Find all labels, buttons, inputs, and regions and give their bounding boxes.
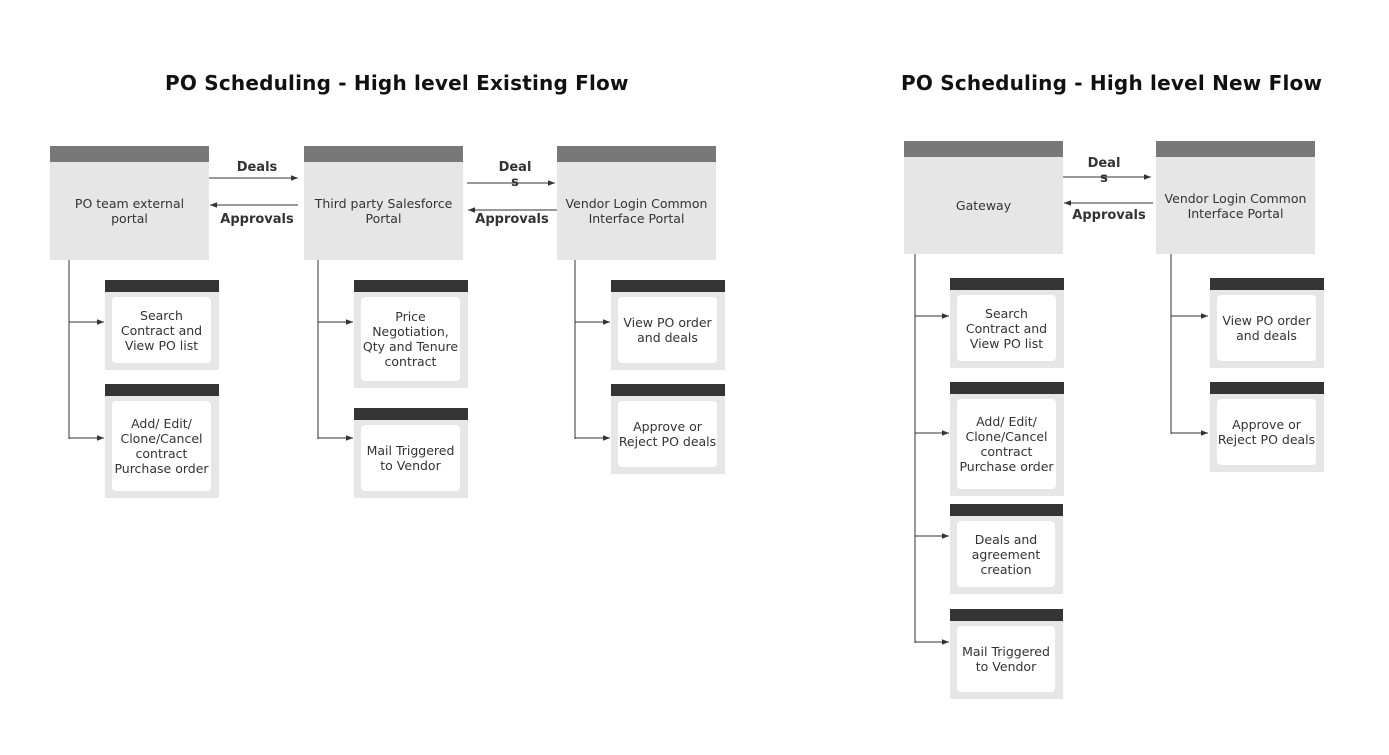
node-header — [354, 280, 468, 292]
deals-agreement-node: Deals and agreement creation — [950, 504, 1063, 594]
node-label: Mail Triggered to Vendor — [361, 425, 460, 491]
vendor-portal-node: Vendor Login Common Interface Portal — [557, 146, 716, 260]
node-label: Add/ Edit/ Clone/Cancel contract Purchas… — [957, 399, 1056, 489]
node-header — [1156, 141, 1315, 157]
node-label: Vendor Login Common Interface Portal — [1164, 190, 1307, 221]
node-label: Search Contract and View PO list — [957, 295, 1056, 361]
node-label: PO team external portal — [74, 196, 185, 226]
node-label: Mail Triggered to Vendor — [957, 626, 1055, 692]
view-po-node: View PO order and deals — [611, 280, 725, 370]
node-header — [611, 280, 725, 292]
new-search-contract-node: Search Contract and View PO list — [950, 278, 1064, 368]
node-label: View PO order and deals — [1217, 295, 1316, 361]
node-label: Add/ Edit/ Clone/Cancel contract Purchas… — [112, 401, 211, 491]
search-contract-node: Search Contract and View PO list — [105, 280, 219, 370]
po-team-portal-node: PO team external portal — [50, 146, 209, 260]
node-header — [105, 384, 219, 396]
node-header — [1210, 382, 1324, 394]
new-flow-title: PO Scheduling - High level New Flow — [901, 71, 1323, 95]
node-header — [105, 280, 219, 292]
node-header — [950, 504, 1063, 516]
node-label: Vendor Login Common Interface Portal — [565, 196, 708, 226]
node-header — [557, 146, 716, 162]
node-label: View PO order and deals — [618, 297, 717, 363]
approvals-label: Approvals — [1072, 208, 1146, 223]
node-header — [611, 384, 725, 396]
node-label: Third party Salesforce Portal — [314, 196, 453, 226]
new-approve-reject-node: Approve or Reject PO deals — [1210, 382, 1324, 472]
node-header — [904, 141, 1063, 157]
approvals-label: Approvals — [475, 212, 549, 227]
deals-label: Deals — [236, 160, 278, 175]
node-header — [354, 408, 468, 420]
node-label: Search Contract and View PO list — [112, 297, 211, 363]
mail-triggered-node: Mail Triggered to Vendor — [354, 408, 468, 498]
node-label: Price Negotiation, Qty and Tenure contra… — [361, 297, 460, 381]
node-header — [950, 382, 1064, 394]
node-header — [950, 609, 1063, 621]
deals-label: Deal s — [498, 160, 532, 190]
existing-flow-title: PO Scheduling - High level Existing Flow — [165, 71, 629, 95]
node-header — [950, 278, 1064, 290]
node-header — [1210, 278, 1324, 290]
salesforce-portal-node: Third party Salesforce Portal — [304, 146, 463, 260]
price-negotiation-node: Price Negotiation, Qty and Tenure contra… — [354, 280, 468, 388]
approve-reject-node: Approve or Reject PO deals — [611, 384, 725, 474]
gateway-node: Gateway — [904, 141, 1063, 254]
deals-label: Deal s — [1087, 156, 1121, 186]
add-edit-contract-node: Add/ Edit/ Clone/Cancel contract Purchas… — [105, 384, 219, 498]
approvals-label: Approvals — [220, 212, 294, 227]
new-mail-triggered-node: Mail Triggered to Vendor — [950, 609, 1063, 699]
new-vendor-portal-node: Vendor Login Common Interface Portal — [1156, 141, 1315, 254]
new-add-edit-contract-node: Add/ Edit/ Clone/Cancel contract Purchas… — [950, 382, 1064, 496]
node-label: Approve or Reject PO deals — [618, 401, 717, 467]
node-header — [304, 146, 463, 162]
node-label: Gateway — [955, 198, 1012, 213]
node-label: Approve or Reject PO deals — [1217, 399, 1316, 465]
node-header — [50, 146, 209, 162]
new-view-po-node: View PO order and deals — [1210, 278, 1324, 368]
node-label: Deals and agreement creation — [957, 521, 1055, 587]
